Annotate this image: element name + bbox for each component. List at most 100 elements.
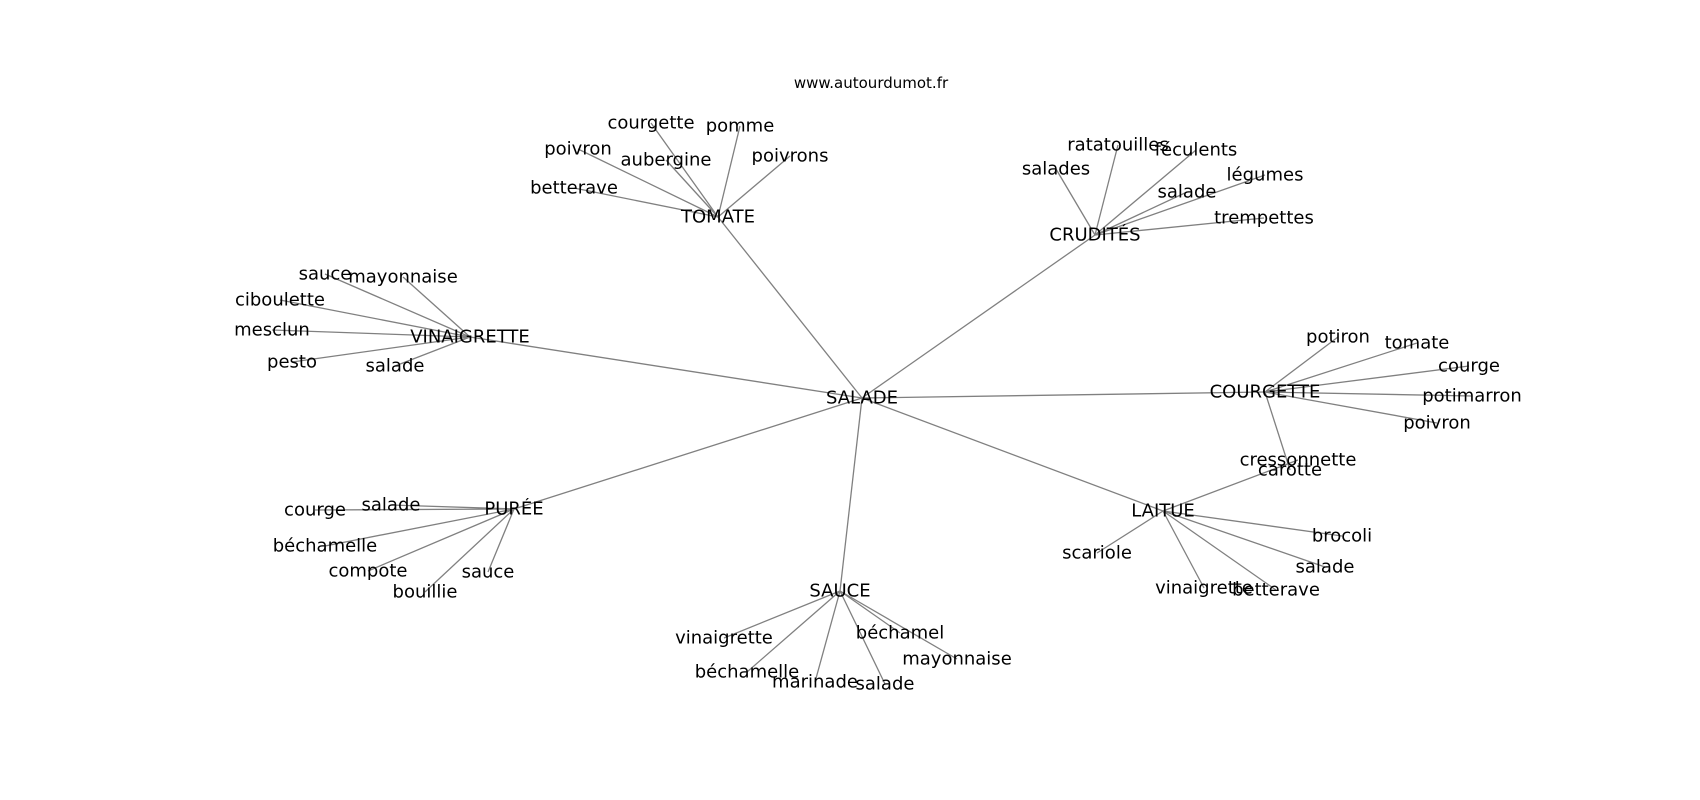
node-l5: vinaigrette bbox=[1155, 578, 1253, 599]
edge-vinaigrette-v5 bbox=[291, 336, 471, 363]
node-s6: salade bbox=[856, 674, 915, 695]
node-c5: salade bbox=[1158, 182, 1217, 203]
node-t4: aubergine bbox=[621, 150, 712, 171]
node-t1: courgette bbox=[607, 113, 694, 134]
edge-laitue-l1 bbox=[1162, 459, 1299, 512]
node-l1: cressonnette bbox=[1240, 450, 1357, 471]
node-vinaigrette: VINAIGRETTE bbox=[410, 327, 530, 348]
node-salade: SALADE bbox=[826, 388, 898, 409]
node-c1: ratatouilles bbox=[1067, 135, 1168, 156]
edge-puree-p1 bbox=[314, 508, 515, 511]
edge-sauce-s5 bbox=[814, 590, 841, 683]
node-l3: scariole bbox=[1062, 543, 1132, 564]
edge-salade-crudites bbox=[861, 234, 1096, 399]
node-p5: sauce bbox=[462, 562, 515, 583]
edge-puree-p6 bbox=[424, 508, 515, 593]
edge-sauce-s1 bbox=[723, 590, 841, 639]
edge-tomate-t2 bbox=[717, 125, 741, 218]
node-g5: poivron bbox=[1403, 413, 1471, 434]
node-s4: béchamelle bbox=[695, 662, 800, 683]
edge-crudites-c4 bbox=[1094, 174, 1266, 236]
node-s1: vinaigrette bbox=[675, 628, 773, 649]
edge-tomate-t4 bbox=[665, 159, 719, 218]
node-v5: pesto bbox=[267, 352, 317, 373]
graph-edges bbox=[271, 122, 1473, 685]
edge-sauce-s6 bbox=[839, 590, 886, 685]
edge-puree-p3 bbox=[324, 508, 515, 547]
edge-crudites-c5 bbox=[1094, 191, 1188, 236]
edge-salade-laitue bbox=[861, 397, 1164, 512]
edge-puree-p5 bbox=[487, 508, 515, 573]
node-s2: béchamel bbox=[856, 623, 944, 644]
node-g3: courge bbox=[1438, 356, 1500, 377]
node-c2: féculents bbox=[1155, 140, 1238, 161]
edge-courgette-g3 bbox=[1264, 365, 1470, 393]
node-laitue: LAITUE bbox=[1131, 501, 1195, 522]
node-c3: salades bbox=[1022, 159, 1090, 180]
edge-crudites-c6 bbox=[1094, 217, 1265, 236]
node-l4: salade bbox=[1296, 557, 1355, 578]
node-v4: mesclun bbox=[234, 320, 310, 341]
graph-nodes: SALADE TOMATE CRUDITÉS VINAIGRETTE COURGETTE… bbox=[234, 113, 1522, 695]
edge-laitue-l4 bbox=[1162, 510, 1326, 568]
node-v6: salade bbox=[366, 356, 425, 377]
node-s3: mayonnaise bbox=[902, 649, 1012, 670]
edge-crudites-c1 bbox=[1094, 144, 1119, 236]
edge-courgette-g6 bbox=[1264, 391, 1291, 471]
edge-salade-tomate bbox=[717, 216, 863, 399]
edge-vinaigrette-v1 bbox=[324, 273, 471, 338]
edge-tomate-t3 bbox=[577, 148, 719, 218]
edge-courgette-g1 bbox=[1264, 336, 1339, 393]
edge-laitue-l3 bbox=[1096, 510, 1164, 554]
edge-vinaigrette-v2 bbox=[402, 276, 471, 338]
edge-salade-courgette bbox=[861, 391, 1266, 399]
edge-laitue-l5 bbox=[1162, 510, 1205, 589]
edge-sauce-s2 bbox=[839, 590, 901, 634]
node-crudites: CRUDITÉS bbox=[1049, 224, 1140, 246]
node-p2: salade bbox=[362, 495, 421, 516]
edge-vinaigrette-v6 bbox=[394, 336, 471, 367]
node-p4: compote bbox=[328, 561, 407, 582]
node-t6: betterave bbox=[530, 178, 618, 199]
edge-courgette-g5 bbox=[1264, 391, 1438, 424]
edge-salade-puree bbox=[513, 397, 863, 510]
edge-crudites-c2 bbox=[1094, 149, 1197, 236]
node-v3: ciboulette bbox=[235, 290, 325, 311]
edge-puree-p2 bbox=[390, 504, 515, 510]
edge-courgette-g2 bbox=[1264, 342, 1418, 393]
node-p3: béchamelle bbox=[273, 536, 378, 557]
edge-crudites-c3 bbox=[1055, 168, 1096, 236]
node-g6: carotte bbox=[1258, 460, 1322, 481]
edge-vinaigrette-v4 bbox=[271, 329, 471, 338]
edge-laitue-l6 bbox=[1162, 510, 1277, 591]
node-g1: potiron bbox=[1306, 327, 1370, 348]
node-v2: mayonnaise bbox=[348, 267, 458, 288]
node-puree: PURÉE bbox=[484, 498, 543, 520]
node-g2: tomate bbox=[1385, 333, 1450, 354]
edge-vinaigrette-v3 bbox=[279, 299, 471, 338]
node-t3: poivron bbox=[544, 139, 612, 160]
node-c4: légumes bbox=[1227, 165, 1304, 186]
edge-laitue-l2 bbox=[1162, 510, 1343, 537]
node-courgette: COURGETTE bbox=[1210, 382, 1321, 403]
node-t2: pomme bbox=[706, 116, 775, 137]
edge-tomate-t1 bbox=[650, 122, 719, 218]
node-s5: marinade bbox=[772, 672, 858, 693]
node-p6: bouillie bbox=[393, 582, 458, 603]
edge-courgette-g4 bbox=[1264, 391, 1473, 397]
edge-sauce-s4 bbox=[746, 590, 841, 673]
edge-tomate-t5 bbox=[717, 155, 791, 218]
node-g4: potimarron bbox=[1422, 386, 1522, 407]
edge-tomate-t6 bbox=[573, 187, 719, 218]
edge-salade-vinaigrette bbox=[469, 336, 863, 399]
node-l2: brocoli bbox=[1312, 526, 1372, 547]
node-tomate: TOMATE bbox=[680, 207, 755, 228]
node-t5: poivrons bbox=[752, 146, 829, 167]
edge-salade-sauce bbox=[839, 397, 863, 592]
edge-puree-p4 bbox=[367, 508, 515, 572]
node-sauce: SAUCE bbox=[809, 581, 870, 602]
node-v1: sauce bbox=[299, 264, 352, 285]
edge-sauce-s3 bbox=[839, 590, 958, 660]
node-l6: betterave bbox=[1232, 580, 1320, 601]
